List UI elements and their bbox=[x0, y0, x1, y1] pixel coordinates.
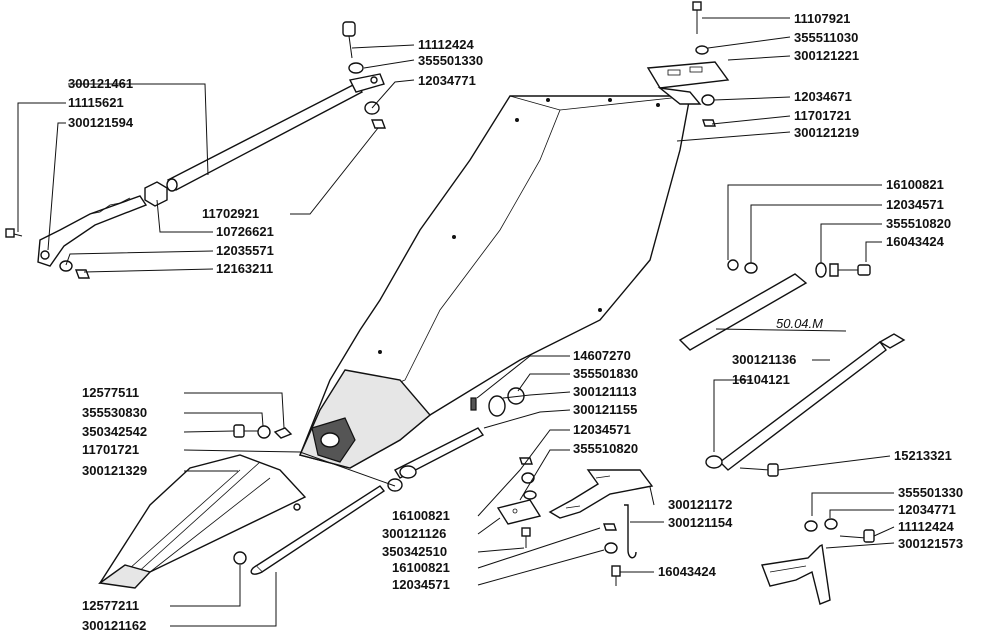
leader-lines bbox=[17, 17, 895, 627]
label-12034571-b: 12034571 bbox=[573, 422, 631, 437]
label-14607270: 14607270 bbox=[573, 348, 631, 363]
label-15213321: 15213321 bbox=[894, 448, 952, 463]
label-300121219: 300121219 bbox=[794, 125, 859, 140]
label-300121136: 300121136 bbox=[732, 352, 796, 367]
long-rod bbox=[705, 333, 906, 477]
label-12577511: 12577511 bbox=[82, 385, 139, 400]
label-350342542: 350342542 bbox=[82, 424, 147, 439]
label-355501330-b: 355501330 bbox=[898, 485, 963, 500]
nose-cone bbox=[98, 454, 307, 589]
label-355510820-b: 355510820 bbox=[573, 441, 638, 456]
label-16100821-b: 16100821 bbox=[392, 508, 450, 523]
label-300121573: 300121573 bbox=[898, 536, 963, 551]
adjuster-screw bbox=[5, 181, 168, 279]
label-12035571: 12035571 bbox=[216, 243, 274, 258]
label-12163211: 12163211 bbox=[216, 261, 273, 276]
label-11112424-b: 11112424 bbox=[898, 519, 954, 534]
label-11112424: 11112424 bbox=[418, 37, 474, 52]
label-11115621: 11115621 bbox=[68, 95, 124, 110]
label-12034671: 12034671 bbox=[794, 89, 852, 104]
label-16100821: 16100821 bbox=[886, 177, 944, 192]
reference-label: 50.04.M bbox=[776, 316, 823, 331]
divider-body bbox=[299, 95, 691, 469]
label-355530830: 355530830 bbox=[82, 405, 147, 420]
label-11702921: 11702921 bbox=[202, 206, 259, 221]
bracket-300121573 bbox=[761, 518, 875, 605]
hook-rod bbox=[233, 485, 386, 575]
label-16104121: 16104121 bbox=[732, 372, 790, 387]
label-300121594: 300121594 bbox=[68, 115, 134, 130]
label-300121461: 300121461 bbox=[68, 76, 133, 91]
label-300121329: 300121329 bbox=[82, 463, 147, 478]
label-350342510: 350342510 bbox=[382, 544, 447, 559]
label-11107921: 11107921 bbox=[794, 11, 850, 26]
label-300121162: 300121162 bbox=[82, 618, 146, 633]
top-right-hardware bbox=[692, 1, 716, 127]
label-12034771: 12034771 bbox=[418, 73, 476, 88]
label-11701721: 11701721 bbox=[794, 108, 851, 123]
tie-rod bbox=[166, 73, 385, 192]
label-355501830: 355501830 bbox=[573, 366, 638, 381]
label-11701721-b: 11701721 bbox=[82, 442, 139, 457]
label-300121154: 300121154 bbox=[668, 515, 733, 530]
label-12034571: 12034571 bbox=[886, 197, 944, 212]
center-hardware bbox=[233, 424, 542, 548]
label-12577211: 12577211 bbox=[82, 598, 139, 613]
label-16043424-b: 16043424 bbox=[658, 564, 717, 579]
label-355511030: 355511030 bbox=[794, 30, 858, 45]
label-300121172: 300121172 bbox=[668, 497, 732, 512]
label-16043424: 16043424 bbox=[886, 234, 945, 249]
side-plate bbox=[678, 259, 871, 351]
bracket-300121172 bbox=[548, 469, 654, 586]
top-bracket-plate bbox=[646, 61, 730, 105]
label-300121221: 300121221 bbox=[794, 48, 859, 63]
label-300121126: 300121126 bbox=[382, 526, 446, 541]
label-300121113: 300121113 bbox=[573, 384, 637, 399]
lower-rod bbox=[387, 387, 525, 492]
part-number-labels: 11107921 355511030 300121221 12034671 11… bbox=[68, 11, 963, 633]
label-10726621: 10726621 bbox=[216, 224, 274, 239]
label-355501330: 355501330 bbox=[418, 53, 483, 68]
label-300121155: 300121155 bbox=[573, 402, 637, 417]
label-355510820: 355510820 bbox=[886, 216, 951, 231]
label-12034771-b: 12034771 bbox=[898, 502, 956, 517]
label-16100821-c: 16100821 bbox=[392, 560, 450, 575]
label-12034571-c: 12034571 bbox=[392, 577, 450, 592]
